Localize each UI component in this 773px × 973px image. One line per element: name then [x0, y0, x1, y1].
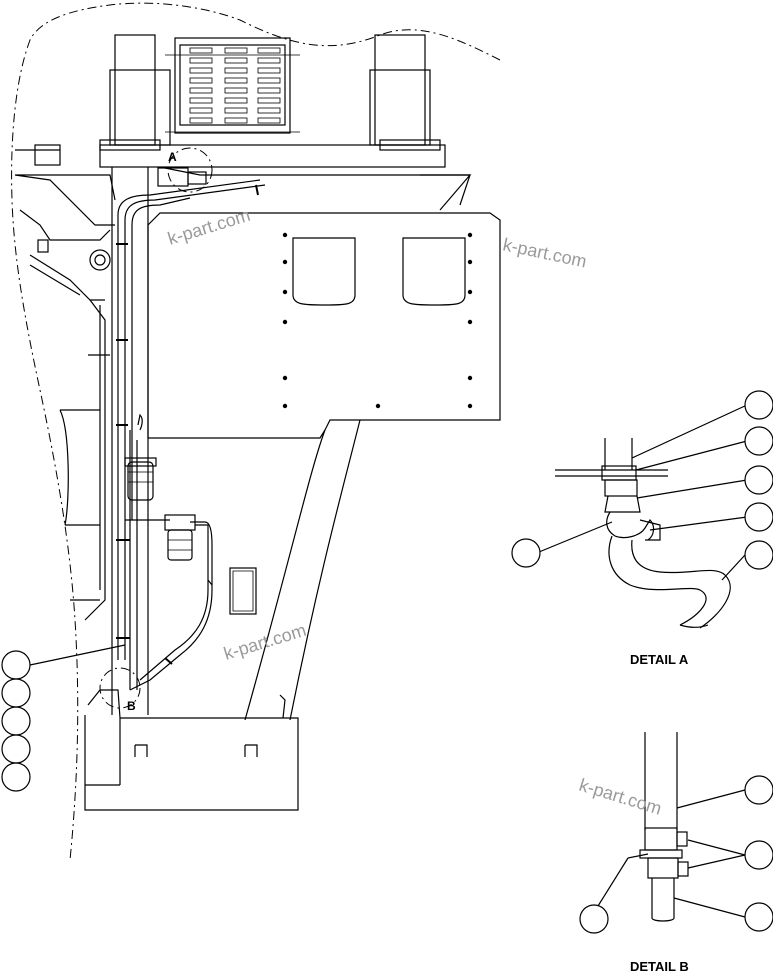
detail-b-label: DETAIL B [630, 959, 689, 973]
valve-block-a [157, 167, 207, 187]
inline-filter-upper [124, 457, 157, 501]
access-plate [229, 567, 257, 615]
callout-bubble [511, 538, 541, 568]
callout-bubble [579, 904, 609, 934]
callout-bubble [1, 650, 31, 680]
crossbar [99, 139, 472, 211]
mounting-plate [147, 212, 501, 439]
callout-bubble [1, 762, 31, 792]
callout-bubble [744, 902, 773, 932]
detail-a-label: DETAIL A [630, 652, 689, 667]
hose-lines [116, 179, 266, 691]
reference-circle-a [167, 147, 213, 193]
reference-circle-b [99, 667, 141, 709]
detail-a-drawing [555, 438, 731, 629]
watermark: k-part.com [221, 620, 308, 664]
callout-bubble [744, 775, 773, 805]
base-block [84, 689, 299, 811]
diagonal-strut [244, 419, 361, 721]
watermark: k-part.com [577, 775, 664, 819]
callout-bubble [744, 465, 773, 495]
callout-bubble [1, 734, 31, 764]
body-outline [11, 2, 501, 861]
callout-bubble [744, 502, 773, 532]
callout-bubble [744, 540, 773, 570]
callout-bubble [1, 678, 31, 708]
left-callout-stack [1, 644, 126, 792]
reference-mark-a: A [168, 150, 177, 164]
detail-a-callouts [511, 390, 773, 581]
watermark: k-part.com [165, 205, 252, 249]
radiator-housing [109, 34, 431, 146]
callout-bubble [1, 706, 31, 736]
left-machinery [14, 144, 116, 621]
radiator-grille [189, 47, 281, 124]
callout-bubble [744, 840, 773, 870]
reference-mark-b: B [127, 699, 136, 713]
watermark: k-part.com [501, 234, 588, 271]
detail-b-callouts [579, 775, 773, 934]
callout-bubble [744, 390, 773, 420]
callout-bubble [744, 426, 773, 456]
detail-b-drawing [639, 732, 689, 922]
inline-filter-lower [164, 514, 196, 561]
